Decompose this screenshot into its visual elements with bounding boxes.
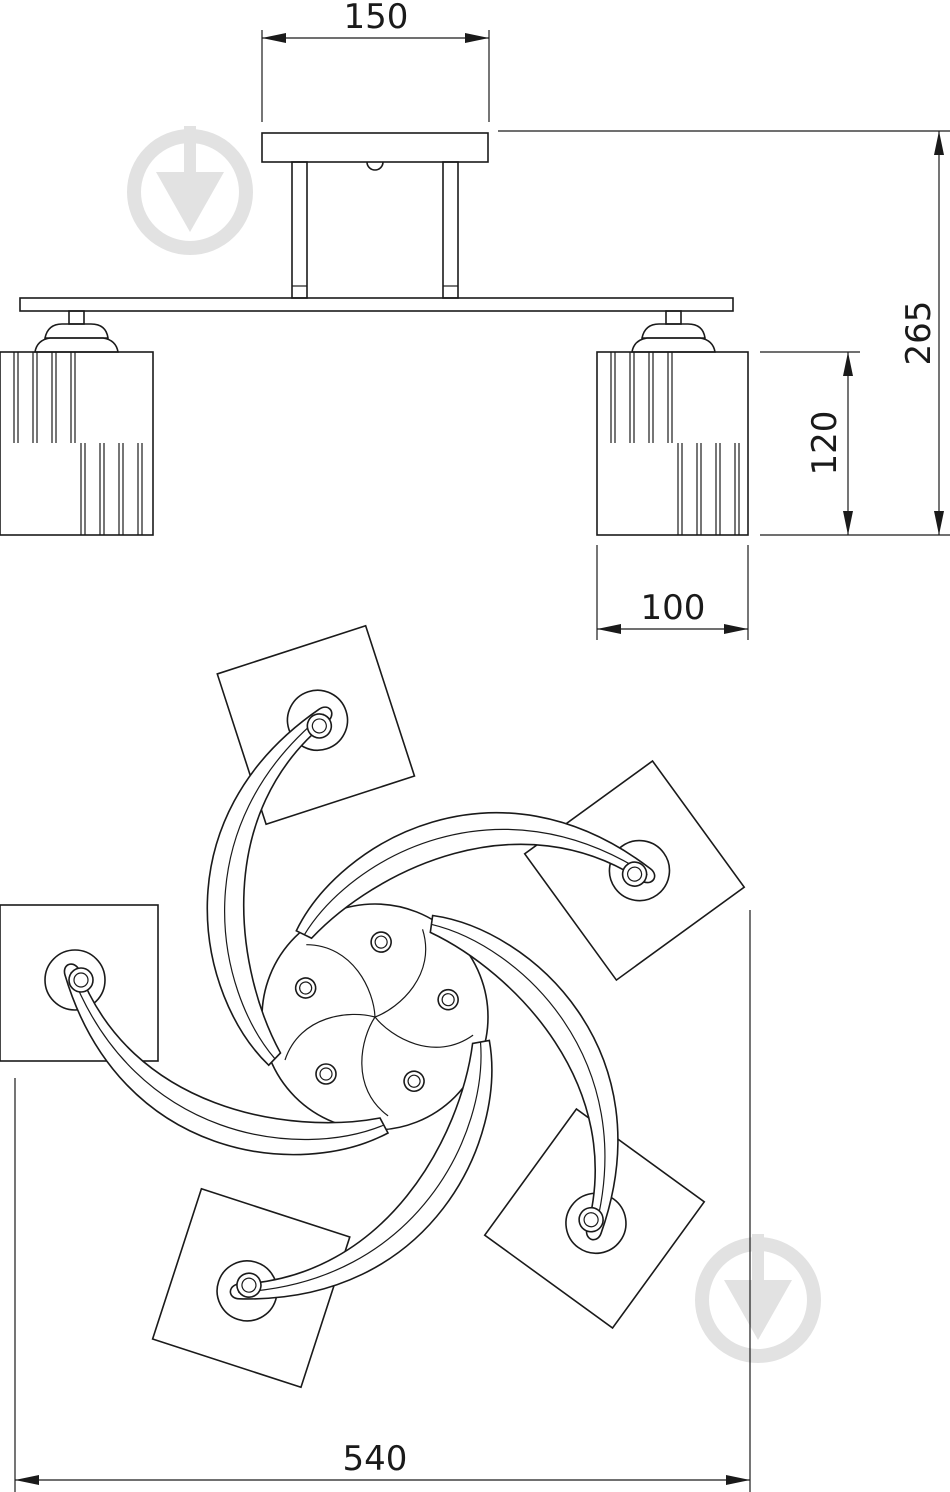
dimension-label-overall-width: 540: [343, 1439, 408, 1479]
dimension-shade-width: 100: [596, 545, 749, 640]
petal-2: [294, 944, 376, 1018]
ceiling-plate: [261, 132, 489, 163]
dimension-label-total-height: 265: [899, 301, 939, 366]
watermark-logo-icon-top: [127, 126, 253, 255]
top-view: [0, 624, 746, 1389]
petal-5: [361, 1016, 425, 1117]
dimension-top-width: 150: [261, 0, 490, 122]
arm-3: [295, 812, 656, 940]
dimension-overall-width: 540: [14, 910, 751, 1492]
lamp-holder-right: [631, 310, 716, 353]
lamp-shade-right: [596, 351, 749, 536]
plate-screw: [366, 161, 384, 171]
petal-1: [284, 1013, 376, 1085]
dimension-label-shade-width: 100: [641, 588, 706, 628]
dimension-shade-height: 120: [760, 351, 860, 535]
petal-4: [374, 988, 474, 1048]
arm-5: [229, 1039, 493, 1300]
arm-2: [206, 706, 333, 1067]
main-bar: [19, 297, 734, 312]
lamp-holder-left: [34, 310, 119, 353]
support-rod-left: [291, 161, 308, 299]
side-view: [0, 132, 749, 536]
arm-4: [429, 914, 619, 1241]
dimension-label-top-width: 150: [344, 0, 409, 37]
arm-1: [63, 963, 390, 1156]
dimension-label-shade-height: 120: [805, 411, 845, 476]
support-rod-right: [442, 161, 459, 299]
dimension-total-height: 265: [498, 130, 950, 536]
lamp-shade-left: [0, 351, 154, 536]
petal-3: [370, 929, 427, 1018]
watermark-logo-icon-bottom: [695, 1234, 821, 1363]
